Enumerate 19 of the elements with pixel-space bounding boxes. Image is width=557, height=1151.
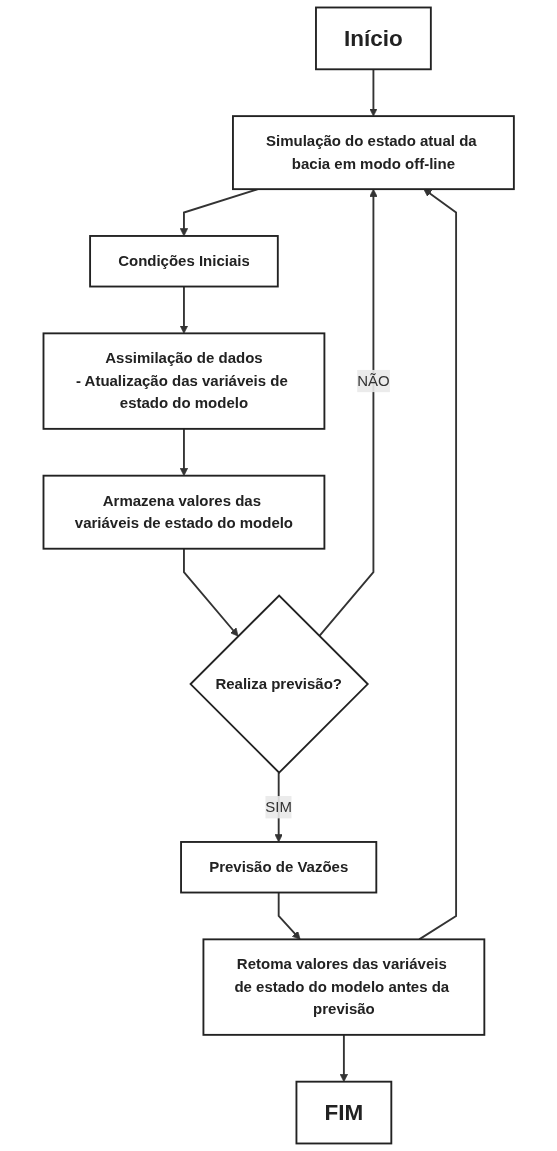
arrow — [318, 188, 378, 638]
arrow — [369, 68, 378, 117]
arrow — [182, 547, 239, 637]
node-box: Retoma valores das variáveis de estado do modelo antes da previsão — [202, 938, 486, 1036]
arrow — [179, 285, 188, 334]
node-box: Armazena valores das variáveis de estado do modelo — [42, 474, 326, 550]
node-box: Simulação do estado atual da bacia em modo off-line — [231, 115, 515, 191]
arrow — [277, 891, 301, 940]
node-box: FIM — [295, 1080, 393, 1145]
node-diamond: Realiza previsão? — [189, 594, 369, 774]
node-box: Previsão de Vazões — [179, 841, 378, 894]
edge-label: SIM — [265, 798, 292, 815]
arrow — [418, 188, 457, 941]
arrow — [339, 1033, 348, 1083]
node-box: Início — [314, 6, 432, 71]
edge-label: NÃO — [356, 372, 390, 389]
arrow — [179, 427, 188, 477]
node-box: Condições Iniciais — [88, 235, 279, 288]
node-box: Assimilação de dados - Atualização das variáveis de estado do modelo — [42, 332, 326, 430]
